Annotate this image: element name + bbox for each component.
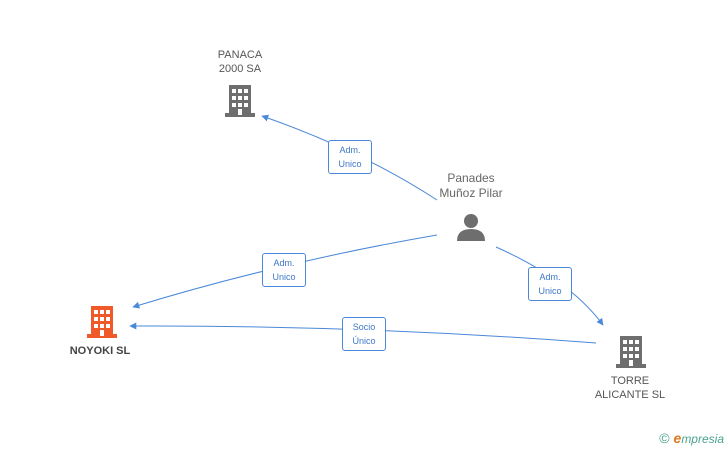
node-label-noyoki[interactable]: NOYOKI SL: [55, 344, 145, 358]
node-label-line: Muñoz Pilar: [439, 186, 503, 200]
building-icon[interactable]: [616, 336, 646, 368]
brand-name: mpresia: [681, 432, 724, 446]
edge-label-person-torre[interactable]: Adm. Unico: [528, 267, 572, 301]
edge-label-line: Adm.: [273, 258, 295, 268]
building-icon[interactable]: [225, 85, 255, 117]
edge-label-line: Unico: [272, 272, 296, 282]
node-label-line: Panades: [447, 171, 495, 185]
edge-label-line: Unico: [338, 159, 362, 169]
edge-label-line: Adm.: [339, 145, 361, 155]
edge-label-person-noyoki[interactable]: Adm. Unico: [262, 253, 306, 287]
node-label-line: 2000 SA: [218, 63, 262, 75]
node-label-torre[interactable]: TORRE ALICANTE SL: [585, 374, 675, 402]
node-label-line: ALICANTE SL: [594, 389, 666, 401]
brand-initial: e: [673, 430, 682, 446]
building-icon[interactable]: [87, 306, 117, 338]
node-label-panaca[interactable]: PANACA 2000 SA: [200, 48, 280, 76]
node-label-person[interactable]: Panades Muñoz Pilar: [422, 171, 520, 201]
edge-label-line: Socio: [352, 322, 376, 332]
person-icon[interactable]: [457, 214, 485, 241]
edge-label-torre-noyoki[interactable]: Socio Único: [342, 317, 386, 351]
edge-label-person-panaca[interactable]: Adm. Unico: [328, 140, 372, 174]
copyright-symbol: ©: [659, 430, 670, 446]
edge-label-line: Unico: [538, 286, 562, 296]
node-label-line: PANACA: [217, 49, 263, 61]
edge-label-line: Adm.: [539, 272, 561, 282]
edge-label-line: Único: [352, 336, 376, 346]
empresia-logo: ©empresia: [659, 430, 724, 446]
node-label-line: NOYOKI SL: [69, 345, 131, 357]
node-label-line: TORRE: [610, 375, 650, 387]
